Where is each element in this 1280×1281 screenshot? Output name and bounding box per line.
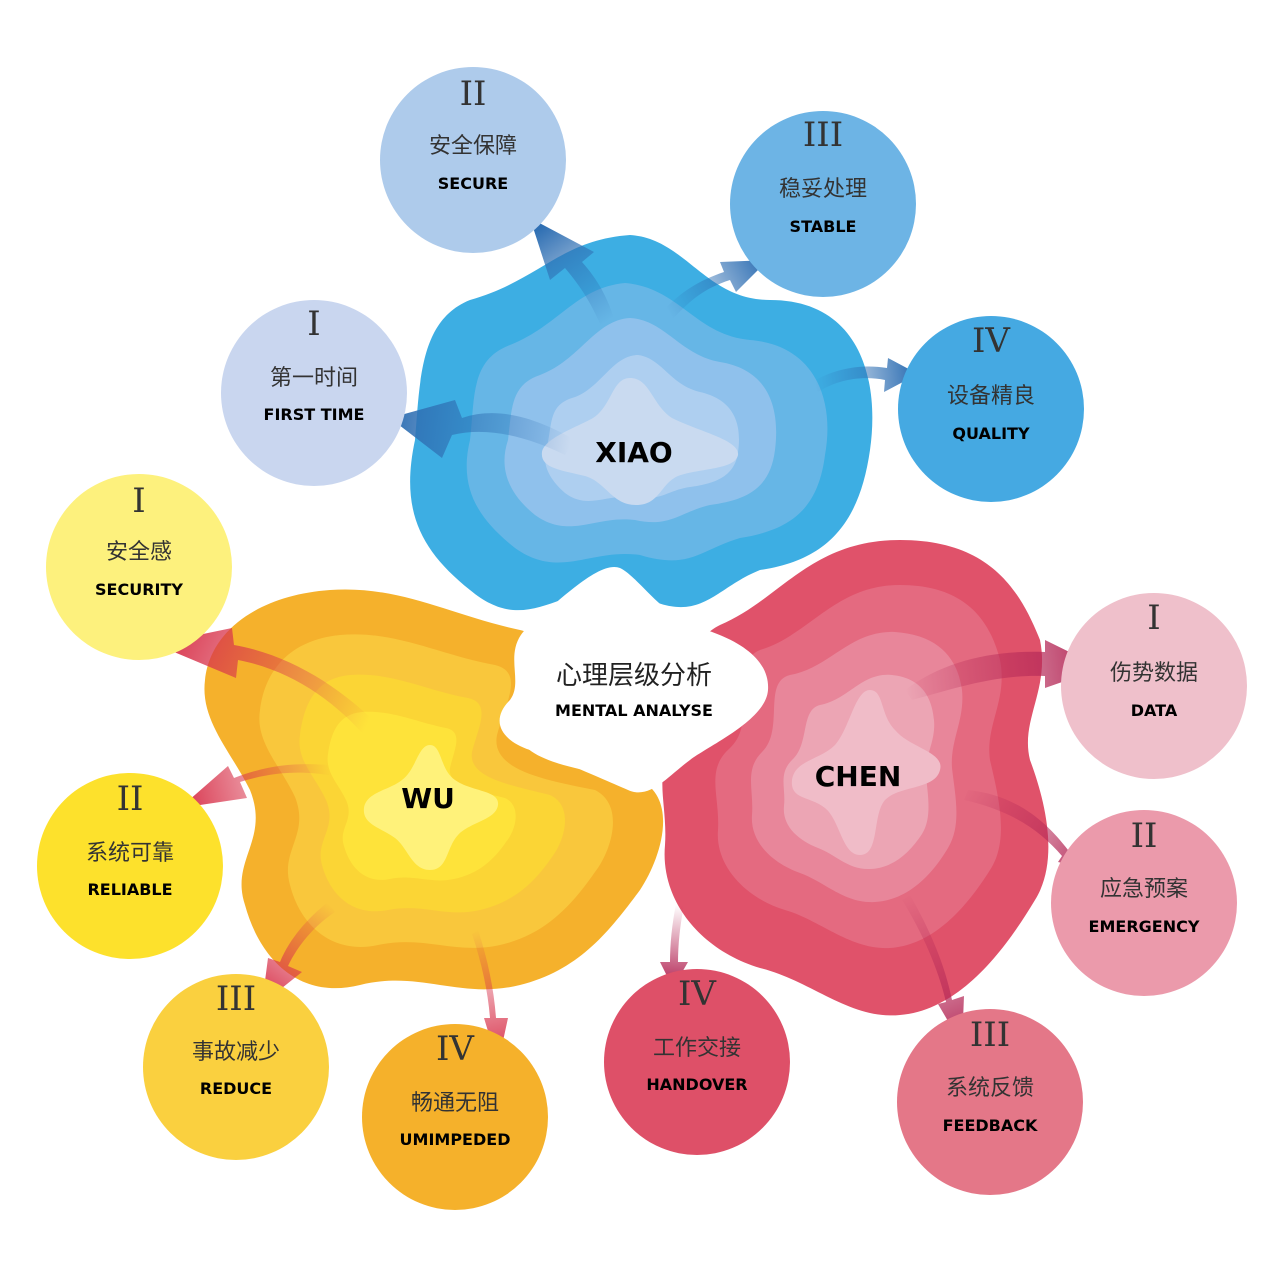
node-circle <box>1051 810 1237 996</box>
node-chen-handover: IV 工作交接 HANDOVER <box>604 969 790 1155</box>
node-chen-emergency: II 应急预案 EMERGENCY <box>1051 810 1237 996</box>
hub-chen-label: CHEN <box>815 760 902 793</box>
arrow-xiao-stable <box>662 260 768 320</box>
node-roman: IV <box>436 1029 475 1069</box>
arrow-xiao-first-time <box>390 400 575 458</box>
center-cloud-shape <box>499 566 769 793</box>
arrow-chen-feedback <box>902 895 964 1045</box>
node-xiao-secure: II 安全保障 SECURE <box>380 67 566 253</box>
center-title-en: MENTAL ANALYSE <box>555 701 713 720</box>
node-label-cn: 系统反馈 <box>946 1076 1034 1101</box>
node-label-en: RELIABLE <box>87 880 172 899</box>
node-roman: III <box>970 1015 1010 1055</box>
node-circle <box>898 316 1084 502</box>
node-label-cn: 事故减少 <box>192 1040 280 1065</box>
node-label-cn: 应急预案 <box>1100 877 1188 902</box>
node-label-cn: 伤势数据 <box>1110 661 1198 686</box>
node-circle <box>604 969 790 1155</box>
node-label-cn: 畅通无阻 <box>411 1091 499 1116</box>
node-label-cn: 安全感 <box>106 540 172 565</box>
node-chen-feedback: III 系统反馈 FEEDBACK <box>897 1009 1083 1195</box>
node-chen-data: I 伤势数据 DATA <box>1061 593 1247 779</box>
node-label-cn: 工作交接 <box>653 1036 741 1061</box>
node-roman: II <box>460 74 487 114</box>
center-title-cn: 心理层级分析 <box>556 661 712 691</box>
arrow-chen-emergency <box>964 790 1100 872</box>
node-label-en: SECURE <box>438 174 508 193</box>
node-label-en: FIRST TIME <box>264 405 365 424</box>
node-circle <box>221 300 407 486</box>
node-label-en: SECURITY <box>95 580 183 599</box>
node-label-en: DATA <box>1131 701 1178 720</box>
node-label-cn: 稳妥处理 <box>779 177 867 202</box>
hub-wu-label: WU <box>401 782 455 815</box>
node-circle <box>143 974 329 1160</box>
node-xiao-first-time: I 第一时间 FIRST TIME <box>221 300 407 486</box>
arrow-wu-security <box>155 628 385 742</box>
node-xiao-stable: III 稳妥处理 STABLE <box>730 111 916 297</box>
center-cloud: 心理层级分析 MENTAL ANALYSE <box>499 566 769 793</box>
hub-wu-layer-5 <box>363 745 499 870</box>
arrow-chen-handover <box>660 904 688 988</box>
arrow-wu-reliable <box>180 764 338 808</box>
node-wu-umimpeded: IV 畅通无阻 UMIMPEDED <box>362 1024 548 1210</box>
node-wu-reliable: II 系统可靠 RELIABLE <box>37 773 223 959</box>
node-circle <box>730 111 916 297</box>
hub-xiao-label: XIAO <box>595 436 672 469</box>
node-label-en: UMIMPEDED <box>400 1130 511 1149</box>
node-roman: III <box>216 979 256 1019</box>
node-roman: II <box>1131 816 1158 856</box>
arrow-wu-reduce <box>262 902 335 1004</box>
node-circle <box>897 1009 1083 1195</box>
hub-xiao <box>410 235 873 611</box>
node-label-en: EMERGENCY <box>1089 917 1200 936</box>
node-label-en: HANDOVER <box>646 1075 747 1094</box>
node-label-en: REDUCE <box>200 1079 272 1098</box>
node-wu-reduce: III 事故减少 REDUCE <box>143 974 329 1160</box>
node-label-cn: 第一时间 <box>270 366 358 391</box>
arrow-chen-data <box>905 640 1102 700</box>
node-roman: I <box>307 304 320 344</box>
node-label-cn: 系统可靠 <box>86 841 174 866</box>
node-circle <box>380 67 566 253</box>
node-circle <box>46 474 232 660</box>
node-wu-security: I 安全感 SECURITY <box>46 474 232 660</box>
node-roman: I <box>132 481 145 521</box>
arrow-wu-umimpeded <box>472 930 508 1064</box>
node-roman: III <box>803 115 843 155</box>
node-circle <box>37 773 223 959</box>
node-roman: I <box>1147 598 1160 638</box>
node-label-en: STABLE <box>790 217 857 236</box>
node-roman: IV <box>972 321 1011 361</box>
node-circle <box>362 1024 548 1210</box>
arrow-xiao-secure <box>530 218 615 328</box>
hub-chen-layer-5 <box>791 690 941 855</box>
hub-xiao-layer-5 <box>541 378 739 505</box>
node-roman: IV <box>678 974 717 1014</box>
node-xiao-quality: IV 设备精良 QUALITY <box>898 316 1084 502</box>
node-label-en: FEEDBACK <box>943 1116 1038 1135</box>
node-label-en: QUALITY <box>952 424 1030 443</box>
arrow-xiao-quality <box>812 358 918 392</box>
node-label-cn: 设备精良 <box>947 384 1035 409</box>
node-roman: II <box>117 779 144 819</box>
arrows <box>155 218 1102 1064</box>
node-circle <box>1061 593 1247 779</box>
node-label-cn: 安全保障 <box>429 134 517 159</box>
